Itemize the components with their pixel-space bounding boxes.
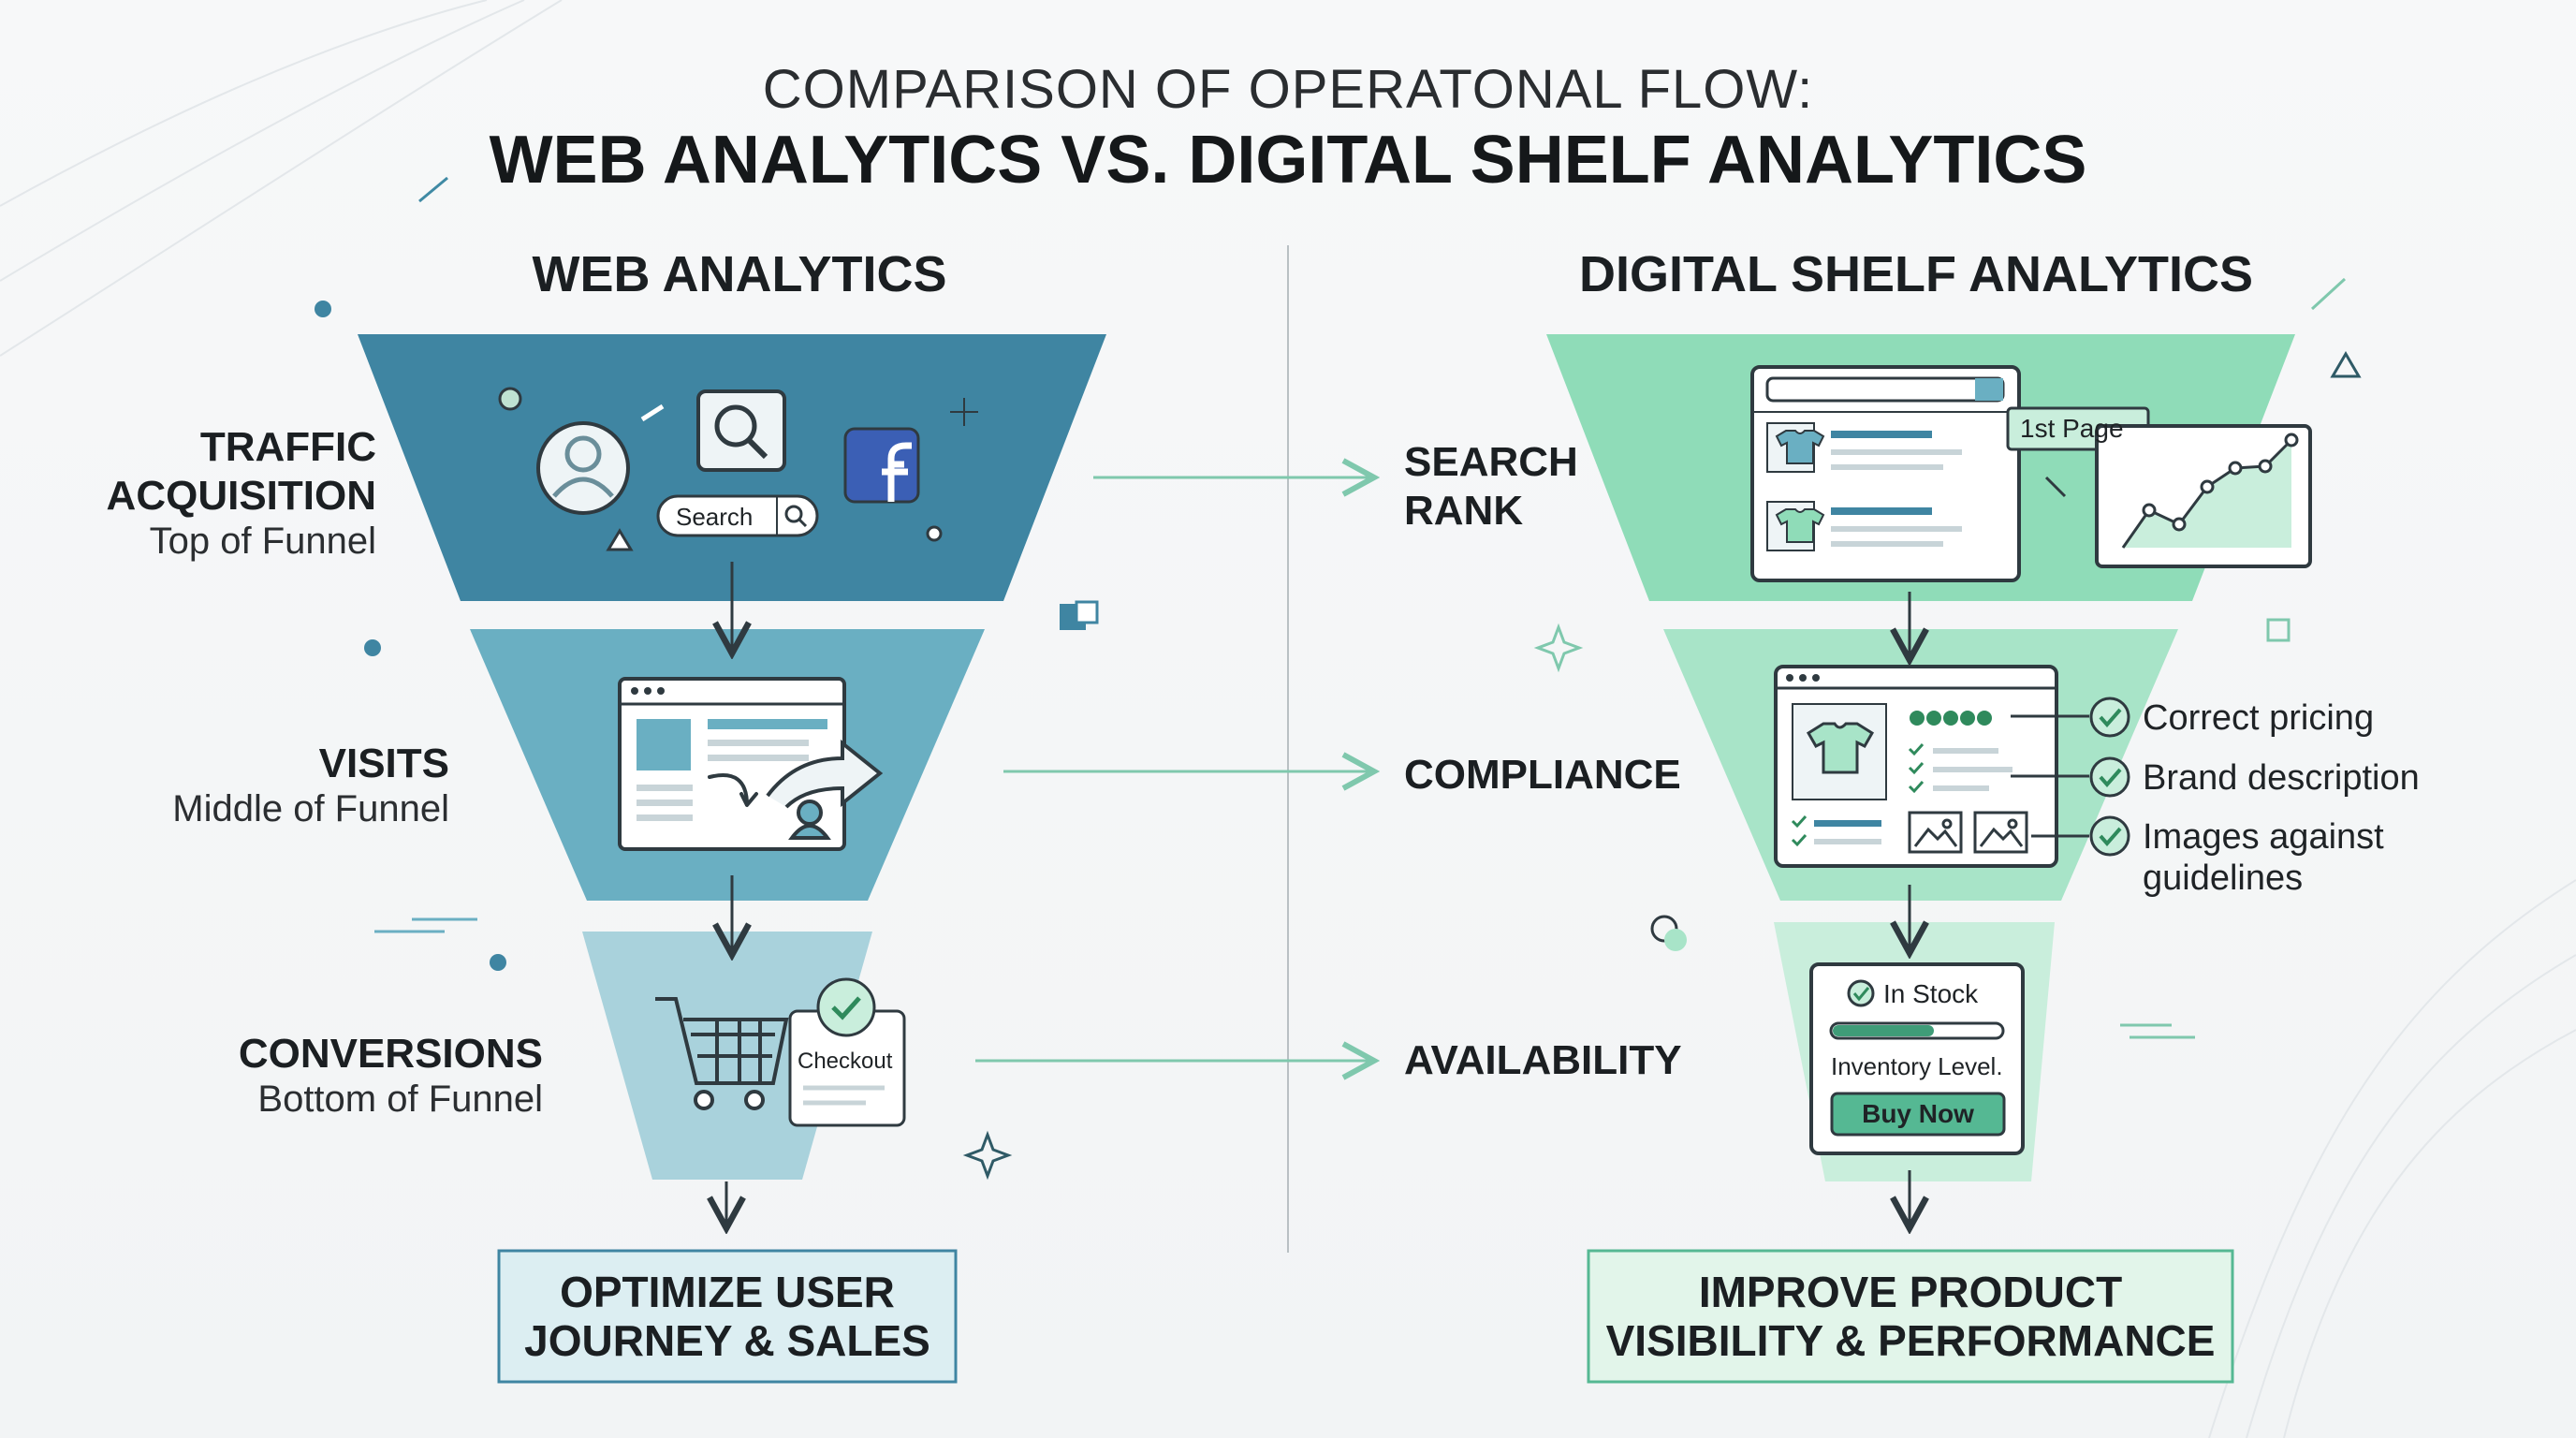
web-stage-traffic: TRAFFIC ACQUISITION Top of Funnel	[107, 423, 376, 563]
outcome-line: VISIBILITY & PERFORMANCE	[1605, 1316, 2216, 1365]
shelf-stage-compliance: COMPLIANCE	[1404, 751, 1681, 800]
cursor-user-icon	[708, 739, 884, 840]
stage-name: ACQUISITION	[106, 473, 376, 519]
outcome-line: OPTIMIZE USER	[560, 1268, 895, 1316]
search-icon	[696, 389, 786, 472]
stage-subtitle: Bottom of Funnel	[257, 1078, 543, 1120]
stage-name: AVAILABILITY	[1404, 1037, 1682, 1083]
web-outcome-text: OPTIMIZE USER JOURNEY & SALES	[499, 1268, 956, 1365]
check-brand-description: Brand description	[2143, 758, 2420, 798]
buy-now-button[interactable]: Buy Now	[1862, 1099, 1974, 1128]
sparkle-decorations	[315, 176, 2362, 1181]
search-bar	[656, 494, 819, 537]
stage-name: COMPLIANCE	[1404, 752, 1681, 798]
shelf-stage-search-rank: SEARCH RANK	[1404, 438, 1578, 536]
check-images-cont: guidelines	[2143, 858, 2304, 898]
web-stage-conversions: CONVERSIONS Bottom of Funnel	[239, 1030, 543, 1121]
search-results-page	[1750, 365, 2021, 582]
title-line-1: COMPARISON OF OPERATONAL FLOW:	[762, 59, 1814, 120]
inventory-bar-fill	[1833, 1025, 1934, 1036]
shelf-outcome-box	[1587, 1249, 2234, 1384]
stage-name: TRAFFIC	[199, 424, 376, 470]
stage-name: RANK	[1404, 488, 1524, 534]
web-outcome-box	[497, 1249, 958, 1384]
tshirt-icon	[1775, 430, 1825, 543]
check-correct-pricing: Correct pricing	[2143, 698, 2375, 738]
check-images: Images against	[2143, 817, 2384, 857]
compliance-connectors	[2011, 697, 2130, 857]
inventory-level-label: Inventory Level.	[1831, 1052, 2003, 1080]
buy-now-button-bg	[1830, 1092, 2006, 1137]
title-line-2: WEB ANALYTICS VS. DIGITAL SHELF ANALYTIC…	[489, 123, 2087, 198]
web-analytics-heading: WEB ANALYTICS	[532, 246, 947, 302]
in-stock-label: In Stock	[1883, 979, 1979, 1008]
checkmark-icon	[816, 977, 876, 1037]
line-chart-icon	[2095, 424, 2312, 568]
stage-name: SEARCH	[1404, 439, 1578, 485]
stage-subtitle: Top of Funnel	[149, 521, 376, 562]
user-icon	[536, 421, 630, 515]
shelf-outcome-text: IMPROVE PRODUCT VISIBILITY & PERFORMANCE	[1588, 1268, 2232, 1365]
facebook-icon	[843, 427, 920, 504]
shopping-cart-icon	[655, 997, 789, 1110]
outcome-line: JOURNEY & SALES	[524, 1316, 930, 1365]
first-page-label: 1st Page	[2020, 414, 2124, 443]
stage-subtitle: Middle of Funnel	[172, 788, 449, 829]
digital-shelf-heading: DIGITAL SHELF ANALYTICS	[1578, 246, 2254, 302]
stage-name: CONVERSIONS	[238, 1031, 543, 1077]
shelf-stage-availability: AVAILABILITY	[1404, 1036, 1682, 1085]
outcome-line: IMPROVE PRODUCT	[1698, 1268, 2123, 1316]
stage-name: VISITS	[318, 741, 449, 786]
web-stage-visits: VISITS Middle of Funnel	[172, 740, 449, 830]
search-bar-label: Search	[676, 503, 754, 531]
image-icon	[1908, 811, 2028, 854]
checkout-label: Checkout	[798, 1049, 893, 1074]
stock-card	[1809, 962, 2025, 1155]
